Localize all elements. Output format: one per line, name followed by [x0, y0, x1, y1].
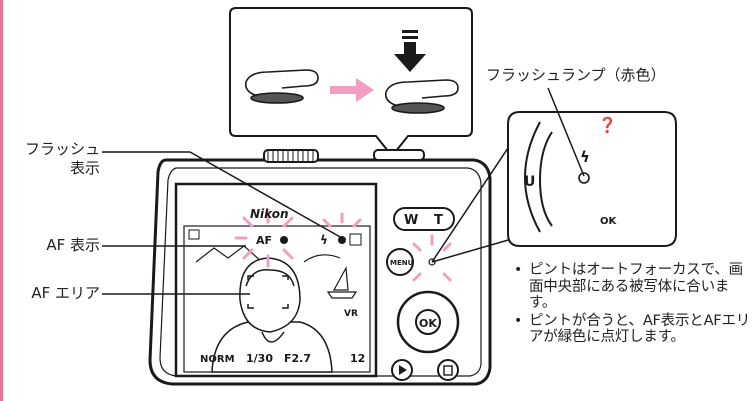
svg-text:U: U [524, 174, 535, 190]
label-flash-indicator-line2: 表示 [69, 159, 100, 177]
leader-lines [102, 87, 585, 295]
af-indicator-dot [280, 236, 288, 244]
note-item-autofocus: ピントはオートフォーカスで、画面中央部にある被写体に合います。 [512, 262, 756, 312]
flash-lamp-rays [412, 234, 452, 282]
label-af-area: AF エリア [31, 284, 100, 302]
ok-label: OK [419, 317, 437, 330]
label-flash-lamp: フラッシュランプ（赤色） [486, 66, 666, 84]
label-flash-indicator: フラッシュ 表示 [18, 140, 100, 178]
finger-half-press [244, 69, 319, 104]
zoom-control [393, 207, 455, 231]
finger-full-press [384, 79, 459, 114]
lcd-monitor: AF ϟ VR NORM 1/30 F2.7 12 Nikon [174, 182, 378, 378]
flash-symbol-icon: ϟ [580, 148, 590, 166]
menu-button [386, 248, 414, 276]
flash-indicator-icon: ϟ [320, 233, 328, 247]
arrow-right-icon [330, 78, 374, 102]
image-mode-readout: NORM [200, 354, 235, 365]
shutter-speed-readout: 1/30 [246, 352, 273, 365]
brand-logo: Nikon [250, 207, 289, 221]
flash-indicator-dot [338, 236, 346, 244]
shutter-release-button [373, 149, 425, 161]
af-highlight-rays [234, 210, 294, 268]
label-flash-indicator-line1: フラッシュ [24, 140, 100, 158]
explanation-notes: ピントはオートフォーカスで、画面中央部にある被写体に合います。 ピントが合うと、… [512, 262, 756, 347]
flash-lamp-zoomed [578, 172, 590, 184]
flash-indicator-rays [322, 212, 362, 228]
frames-remaining-readout: 12 [350, 352, 365, 365]
memory-icon [349, 233, 362, 246]
sailboat [326, 265, 358, 299]
camera-controls: W T MENU OK [386, 207, 460, 381]
ok-icon-zoomed: OK [600, 216, 618, 227]
ok-button [415, 309, 441, 335]
label-af-indicator: AF 表示 [46, 236, 100, 254]
af-indicator-text: AF [256, 234, 272, 247]
page-margin-rule [0, 0, 3, 401]
shutter-press-callout [229, 7, 473, 158]
delete-button [437, 359, 459, 381]
press-down-icon [394, 30, 426, 72]
aperture-readout: F2.7 [284, 352, 311, 365]
vr-icon: VR [344, 309, 358, 319]
note-item-focus-lock: ピントが合うと、AF表示とAFエリアが緑色に点灯します。 [512, 313, 756, 346]
flash-lamp-magnifier: U ϟ ❓ OK [431, 111, 677, 263]
zoom-wide-label: W [404, 213, 418, 228]
zoom-tele-label: T [434, 213, 443, 228]
power-dial [263, 149, 319, 163]
shooting-mode-icon [188, 229, 200, 240]
af-area-brackets [247, 275, 289, 309]
menu-label: MENU [390, 259, 414, 267]
help-icon: ❓ [598, 116, 617, 134]
